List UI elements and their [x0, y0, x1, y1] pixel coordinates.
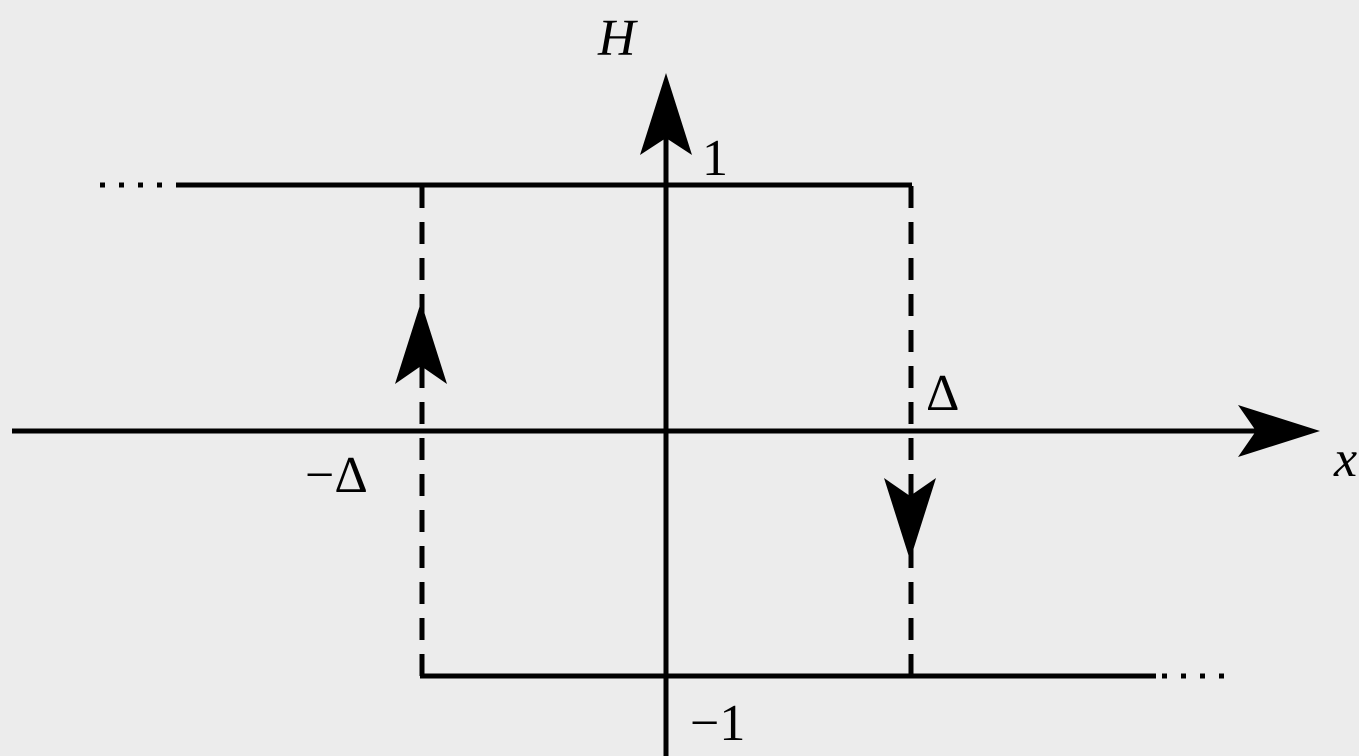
x-axis-arrowhead: [1238, 405, 1320, 457]
upward-switch-arrow: [395, 302, 447, 384]
downward-switch-arrow: [884, 478, 936, 560]
upper-level-label: 1: [702, 130, 728, 187]
lower-level-label: −1: [690, 695, 745, 752]
y-axis-label: H: [597, 10, 638, 67]
negative-threshold-label: −Δ: [305, 447, 368, 504]
positive-threshold-label: Δ: [926, 365, 959, 422]
y-axis-arrowhead: [640, 73, 692, 155]
x-axis-label: x: [1333, 431, 1357, 488]
